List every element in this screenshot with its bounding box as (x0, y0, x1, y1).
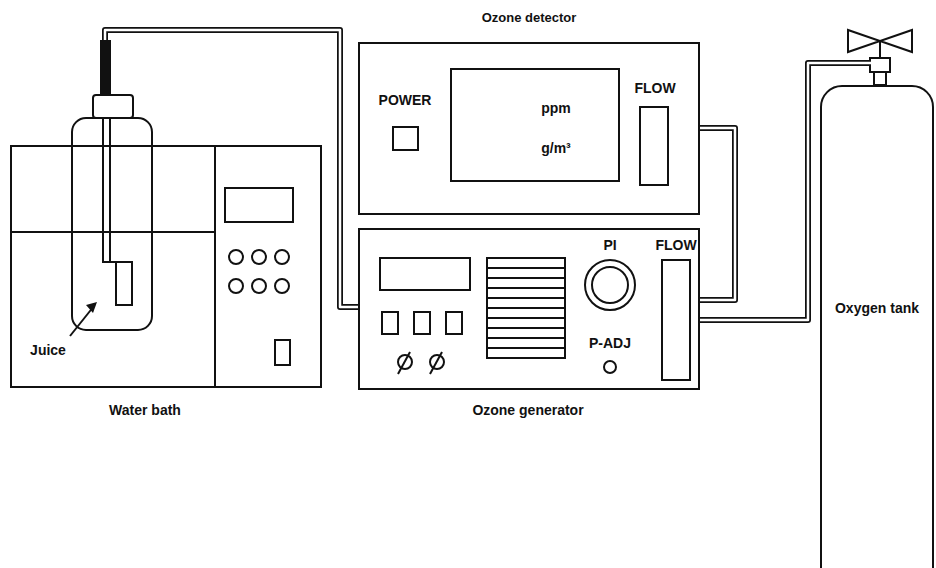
tube-bore (700, 63, 820, 320)
valve-handle (880, 30, 912, 52)
gas-pipe (819, 62, 871, 65)
flow-meter (640, 107, 668, 185)
bath-button (275, 279, 289, 293)
unit-label: ppm (541, 100, 571, 117)
detector-display: ppm g/m³ (450, 68, 620, 182)
oxygen-tank: Oxygen tank (820, 22, 934, 568)
control-label: PI (603, 237, 616, 254)
water-level (10, 231, 215, 233)
pressure-gauge (592, 267, 628, 303)
control-label: FLOW (655, 237, 696, 254)
valve-stem (879, 41, 881, 58)
pressure-knob (604, 361, 616, 373)
stopper (100, 40, 111, 95)
valve-body (874, 72, 886, 85)
diffuser (116, 262, 132, 305)
bath-divider (214, 145, 216, 388)
outline (450, 68, 620, 182)
generator-switch (382, 312, 398, 334)
power-switch (393, 127, 418, 150)
ozone-detector: Ozone detectorppmg/m³ (358, 42, 700, 215)
control-knob (430, 352, 442, 374)
control-label: FLOW (634, 80, 675, 97)
outline (358, 228, 700, 390)
device-title: Oxygen tank (835, 300, 919, 317)
bath-button (275, 250, 289, 264)
bath-button (252, 279, 266, 293)
gas-pipe (820, 60, 870, 66)
tube-wall (700, 63, 820, 320)
ozone-generator: Ozone generator (358, 228, 700, 390)
generator-switch (446, 312, 462, 334)
bath-switch (275, 340, 290, 365)
tube-connector (700, 128, 735, 300)
control-label: P-ADJ (589, 335, 631, 352)
control-knob (398, 352, 410, 374)
control-label: POWER (379, 92, 432, 109)
unit-label: g/m³ (541, 140, 571, 157)
bath-button (229, 279, 243, 293)
leader-arrowhead (86, 302, 97, 313)
water-bath: Water bath (10, 40, 322, 388)
bath-display (225, 188, 293, 222)
bath-button (229, 250, 243, 264)
tube-wall (700, 128, 735, 300)
vent-grille (487, 258, 565, 358)
part-label: Juice (30, 342, 66, 359)
pressure-gauge (585, 260, 635, 310)
valve-body (870, 58, 890, 72)
device-title: Water bath (109, 402, 181, 419)
tube-bore (700, 128, 735, 300)
leader-line (70, 306, 94, 336)
device-title: Ozone generator (472, 402, 583, 419)
generator-display (380, 258, 470, 290)
bath-button (252, 250, 266, 264)
valve-handle (848, 30, 880, 52)
device-title: Ozone detector (482, 10, 577, 26)
outline (820, 85, 934, 568)
generator-switch (414, 312, 430, 334)
tube-connector (700, 63, 820, 320)
gas-tube (103, 118, 110, 262)
gas-tube (110, 261, 116, 263)
flow-meter (662, 260, 690, 380)
juice-bottle (72, 118, 152, 330)
bottle-cap (93, 95, 133, 118)
